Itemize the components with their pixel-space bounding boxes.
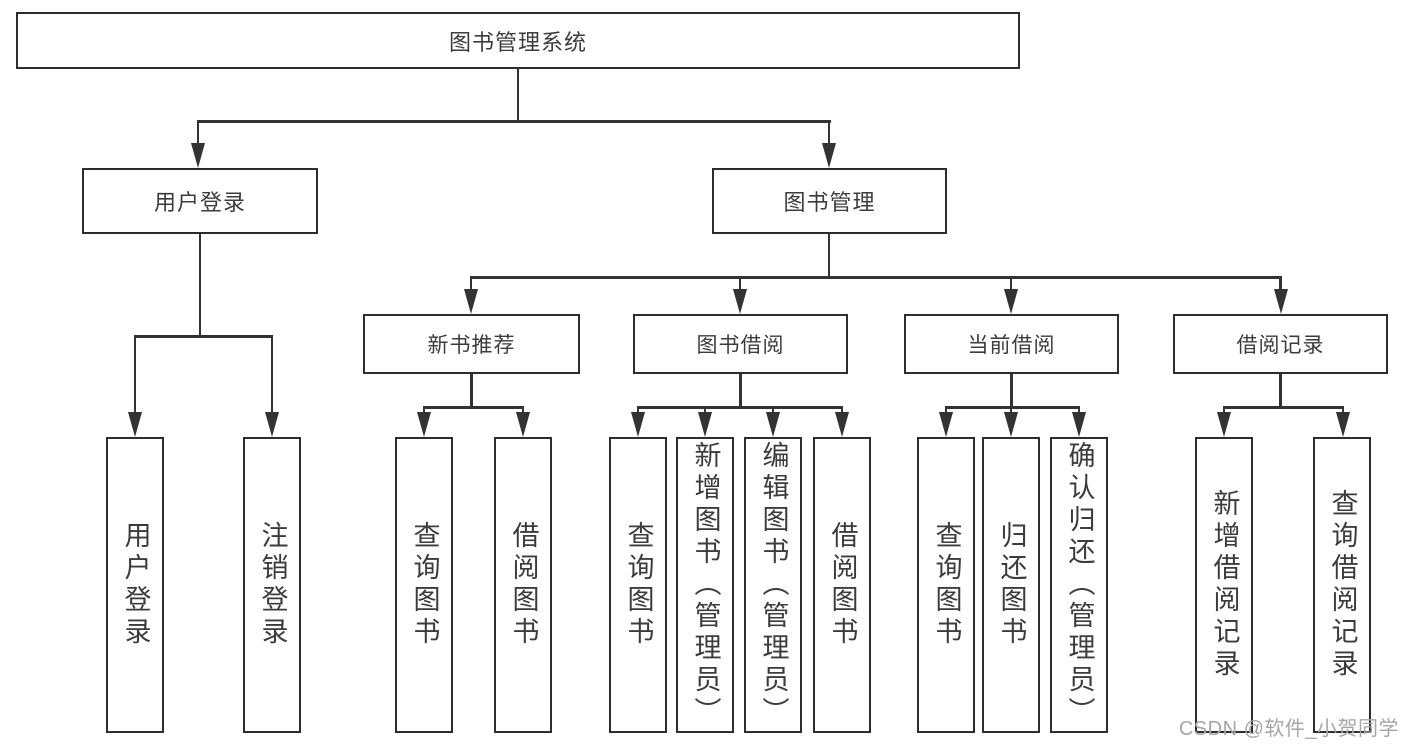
leaf-confirm-return-admin: 确认归还（管理员）: [1050, 437, 1108, 733]
connector-login-stem: [198, 234, 202, 335]
connector-login-left-drop: [133, 335, 137, 412]
leaf-label: 注销登录: [257, 521, 288, 649]
leaf-return-books: 归还图书: [982, 437, 1040, 733]
leaf-query-books-current: 查询图书: [917, 437, 975, 733]
arrowhead-down: [631, 412, 645, 437]
node-label: 图书管理: [783, 190, 876, 215]
leaf-query-books-borrow: 查询图书: [609, 437, 667, 733]
arrowhead-down: [835, 412, 849, 437]
connector-current-stem: [1010, 374, 1013, 406]
connector-mgmt-stem: [827, 234, 831, 276]
connector-borrow-stem: [739, 374, 742, 406]
node-label: 图书借阅: [696, 334, 785, 357]
leaf-label: 归还图书: [996, 521, 1027, 649]
connector-current-rail: [944, 406, 1081, 409]
connector-drop: [521, 406, 525, 412]
connector-login-right-drop: [270, 335, 274, 412]
connector-mgmt-drop: [1279, 276, 1282, 289]
node-label: 借阅记录: [1236, 334, 1325, 357]
leaf-label: 新增图书（管理员）: [690, 441, 721, 729]
connector-root-stem: [516, 69, 520, 120]
leaf-label: 新增借阅记录: [1209, 489, 1240, 681]
arrowhead-down: [1072, 412, 1086, 437]
connector-drop: [1009, 406, 1013, 412]
arrowhead-down: [733, 289, 747, 314]
node-label: 当前借阅: [967, 334, 1056, 357]
leaf-label: 查询图书: [623, 521, 654, 649]
connector-drop: [944, 406, 948, 412]
arrowhead-down: [516, 412, 530, 437]
connector-recommend-stem: [470, 374, 473, 406]
connector-root-right-drop: [827, 120, 831, 145]
connector-login-rail: [133, 335, 274, 338]
arrowhead-down: [464, 289, 478, 314]
leaf-edit-book-admin: 编辑图书（管理员）: [744, 437, 802, 733]
arrowhead-down: [822, 143, 836, 168]
leaf-label: 查询图书: [409, 521, 440, 649]
connector-mgmt-rail: [469, 276, 1282, 279]
leaf-add-borrow-record: 新增借阅记录: [1195, 437, 1253, 733]
connector-drop: [1077, 406, 1081, 412]
arrowhead-down: [1004, 412, 1018, 437]
node-label: 用户登录: [153, 190, 246, 215]
connector-mgmt-drop: [1009, 276, 1013, 289]
arrowhead-down: [128, 412, 142, 437]
arrowhead-down: [698, 412, 712, 437]
node-new-book-recommend: 新书推荐: [363, 314, 580, 374]
leaf-query-books-recommend: 查询图书: [395, 437, 453, 733]
arrowhead-down: [939, 412, 953, 437]
node-label: 图书管理系统: [448, 29, 587, 55]
node-user-login: 用户登录: [82, 168, 318, 234]
connector-drop: [703, 406, 707, 412]
node-borrow-records: 借阅记录: [1173, 314, 1388, 374]
leaf-label: 借阅图书: [508, 521, 539, 649]
connector-records-stem: [1279, 374, 1282, 406]
leaf-borrow-books-recommend: 借阅图书: [494, 437, 552, 733]
connector-drop: [422, 406, 426, 412]
leaf-label: 查询图书: [931, 521, 962, 649]
connector-mgmt-drop: [738, 276, 742, 289]
node-label: 新书推荐: [427, 334, 516, 357]
leaf-query-borrow-record: 查询借阅记录: [1313, 437, 1371, 733]
connector-drop: [1341, 406, 1345, 412]
arrowhead-down: [1274, 289, 1288, 314]
leaf-add-book-admin: 新增图书（管理员）: [676, 437, 734, 733]
leaf-label: 编辑图书（管理员）: [758, 441, 789, 729]
arrowhead-down: [1336, 412, 1350, 437]
csdn-watermark: CSDN @软件_小贺同学: [1178, 718, 1399, 740]
connector-drop: [771, 406, 775, 412]
connector-root-left-drop: [196, 120, 200, 145]
leaf-user-login: 用户登录: [106, 437, 164, 733]
connector-root-rail: [196, 120, 831, 123]
arrowhead-down: [766, 412, 780, 437]
node-library-management-system: 图书管理系统: [16, 12, 1020, 69]
arrowhead-down: [1217, 412, 1231, 437]
connector-drop: [1222, 406, 1226, 412]
connector-drop: [636, 406, 640, 412]
leaf-logout: 注销登录: [243, 437, 301, 733]
leaf-label: 用户登录: [120, 521, 151, 649]
arrowhead-down: [417, 412, 431, 437]
connector-mgmt-drop: [469, 276, 473, 289]
arrowhead-down: [191, 143, 205, 168]
connector-borrow-rail: [636, 406, 844, 409]
leaf-borrow-books: 借阅图书: [813, 437, 871, 733]
node-current-borrow: 当前借阅: [904, 314, 1119, 374]
leaf-label: 借阅图书: [827, 521, 858, 649]
node-book-management: 图书管理: [712, 168, 947, 234]
arrowhead-down: [265, 412, 279, 437]
arrowhead-down: [1004, 289, 1018, 314]
leaf-label: 确认归还（管理员）: [1064, 441, 1095, 729]
connector-drop: [840, 406, 844, 412]
connector-records-rail: [1222, 406, 1345, 409]
leaf-label: 查询借阅记录: [1327, 489, 1358, 681]
node-book-borrow: 图书借阅: [633, 314, 848, 374]
connector-recommend-rail: [422, 406, 525, 409]
